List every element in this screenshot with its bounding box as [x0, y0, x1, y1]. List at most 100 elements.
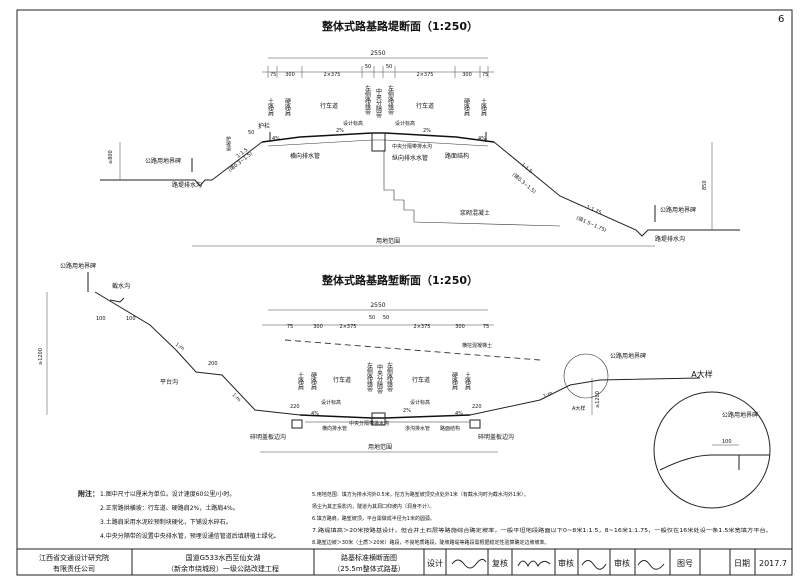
seg-300-r: 300: [462, 72, 472, 78]
detail-dim: 100: [722, 439, 732, 445]
ditch-label-l: 路堤排水沟: [172, 181, 202, 189]
project-name-2: （新余市绕城段）一级公路改建工程: [167, 564, 279, 573]
seg-75-l: 75: [270, 72, 276, 78]
intercept-ditch: [109, 297, 125, 303]
height-800: ≥800: [108, 150, 114, 164]
detail-circle: [653, 391, 771, 509]
slope-right-ratio2: 1:1.75: [585, 204, 602, 216]
pct-2-l: 2%: [336, 128, 344, 134]
slope-left: [211, 141, 263, 181]
slope-m-l2: 1:m: [231, 392, 242, 403]
note-3: 3.土路肩采用水泥砼预制块硬化，下铺设水碎石。: [100, 518, 232, 526]
detail-title: A大样: [691, 369, 712, 379]
median-drain-label: 中央分隔带排水沟: [392, 143, 432, 150]
company-name-1: 江西省交通设计研究院: [39, 553, 109, 562]
b-ditch-r: [469, 419, 481, 429]
slope-m-r: 1:m: [542, 390, 553, 400]
pct-50: 50: [248, 130, 254, 136]
b-ditch-l: [291, 419, 303, 429]
boundary-label-l: 公路用地界碑: [145, 157, 181, 165]
mortar-label: 浆砌混凝土: [460, 209, 490, 217]
design-elev-r: 设计标高: [395, 120, 415, 127]
check-label: 复核: [492, 558, 508, 568]
design-elev-l: 设计标高: [343, 120, 363, 127]
b-label-lane-l: 行车道: [333, 376, 351, 384]
b-label-shoulder-r: 土路肩: [464, 371, 471, 391]
notes: 附注： 1.图中尺寸以厘米为单位。设计速度60公里/小时。 2.正常路拱横坡：行…: [78, 489, 772, 546]
b-median-drain-label: 中央分隔带排水沟: [349, 420, 389, 427]
note-8: 8.路堑边坡＞30米（土质＞20米）路段，不良地质路段，陡坡路堤等路段需根据稳定…: [312, 539, 550, 546]
drawing-name-1: 路基标准横断面图: [341, 553, 397, 562]
ditch-right-ground: [635, 229, 740, 237]
notes-head: 附注：: [78, 489, 99, 498]
slope-right: [493, 141, 637, 231]
seg-50-l: 50: [365, 64, 371, 70]
slope-right-range2: (填1.5~1.75): [575, 214, 607, 234]
label-lane-r: 行车道: [416, 102, 434, 110]
b-total-width: 2550: [370, 302, 385, 309]
b-label-hard-r: 硬路肩: [451, 372, 458, 391]
review-signature: [581, 560, 607, 570]
drain-pipe-label: 横向排水管: [290, 152, 320, 160]
label-shoulder-l: 土路肩: [267, 97, 274, 117]
label-hard-r: 硬路肩: [463, 98, 470, 117]
project-name-1: 国道G533水西至仙女湖: [186, 553, 261, 562]
b-lane-labels: 土路肩 硬路肩 行车道 左侧路缘带 中央分隔带 左侧路缘带 行车道 硬路肩 土路…: [297, 361, 471, 395]
ground-line-dashed: [284, 339, 541, 361]
cut-slope-left: [94, 291, 301, 416]
ground-range: 用地范围: [376, 237, 400, 245]
b-label-hard-l: 硬路肩: [310, 372, 317, 391]
b-median-box: [371, 412, 386, 426]
ground-steps: [383, 150, 561, 227]
label-left-r: 左侧路缘带: [387, 84, 394, 116]
seg-2x375-l: 2×375: [324, 72, 341, 78]
b-ditch-label-l: 碎明盖板边沟: [250, 433, 286, 441]
note-1: 1.图中尺寸以厘米为单位。设计速度60公里/小时。: [100, 490, 235, 498]
intercept-label: 截水沟: [112, 282, 130, 290]
mortar-line-label: 横挖混凝梯土: [462, 342, 492, 349]
guardrail-label: 护栏: [258, 122, 270, 130]
height-1200b: ≥1200: [595, 391, 601, 408]
embankment-section: 整体式路基路堤断面（1:250） 2550 75 300 2×375 50 50…: [100, 19, 740, 247]
ditch-label-r: 路堤排水沟: [655, 235, 685, 243]
b-label-shoulder-l: 土路肩: [297, 371, 304, 391]
review-label: 审核: [558, 558, 574, 568]
slope-m-l: 1:m: [174, 342, 186, 353]
total-width: 2550: [370, 50, 385, 57]
design-signature: [451, 558, 487, 569]
dim-200: 200: [208, 361, 218, 367]
label-median: 中央分隔带: [375, 87, 382, 119]
b-drain-label: 渗沟排水管: [405, 425, 430, 432]
median-box: [371, 132, 386, 152]
page-number: 6: [778, 14, 784, 25]
detail-ground: [659, 454, 770, 471]
b-design-elev-r: 设计标高: [410, 399, 430, 406]
label-left-l: 左侧路缘带: [364, 84, 371, 116]
b-seg-300-l: 300: [313, 324, 323, 330]
b-seg-300-r: 300: [455, 324, 465, 330]
b-label-median: 中央分隔带: [376, 363, 383, 395]
b-boundary-label-r: 公路用地界碑: [610, 352, 646, 360]
label-lane-l: 行车道: [320, 102, 338, 110]
boundary-label-r: 公路用地界碑: [660, 206, 696, 214]
cutting-section: 整体式路基路堑断面（1:250） 2550 75 300 2×375 50 50…: [38, 262, 701, 453]
b-boundary-label-l: 公路用地界碑: [60, 262, 96, 270]
seg-ticks: [267, 66, 489, 78]
slope-walk-label: 护坡道: [225, 135, 231, 152]
road-surface: [261, 132, 495, 143]
approve-signature: [637, 560, 665, 570]
date-label: 日期: [734, 559, 750, 568]
cutting-title: 整体式路基路堑断面（1:250）: [321, 273, 478, 287]
pct-4-l: 4%: [272, 136, 280, 142]
b-ground-range: 用地范围: [368, 443, 392, 451]
b-seg-50-r: 50: [383, 315, 389, 321]
b-label-lane-r: 行车道: [412, 376, 430, 384]
height-1200: ≥1200: [38, 348, 44, 365]
b-ditch-label-r: 碎明盖板边沟: [478, 433, 514, 441]
label-shoulder-r: 土路肩: [480, 97, 487, 117]
b-pavement-label: 路面结构: [440, 425, 460, 432]
detail-boundary: 公路用地界碑: [722, 411, 758, 419]
seg-2x375-r: 2×375: [417, 72, 434, 78]
dim-220-r: 220: [472, 404, 482, 410]
